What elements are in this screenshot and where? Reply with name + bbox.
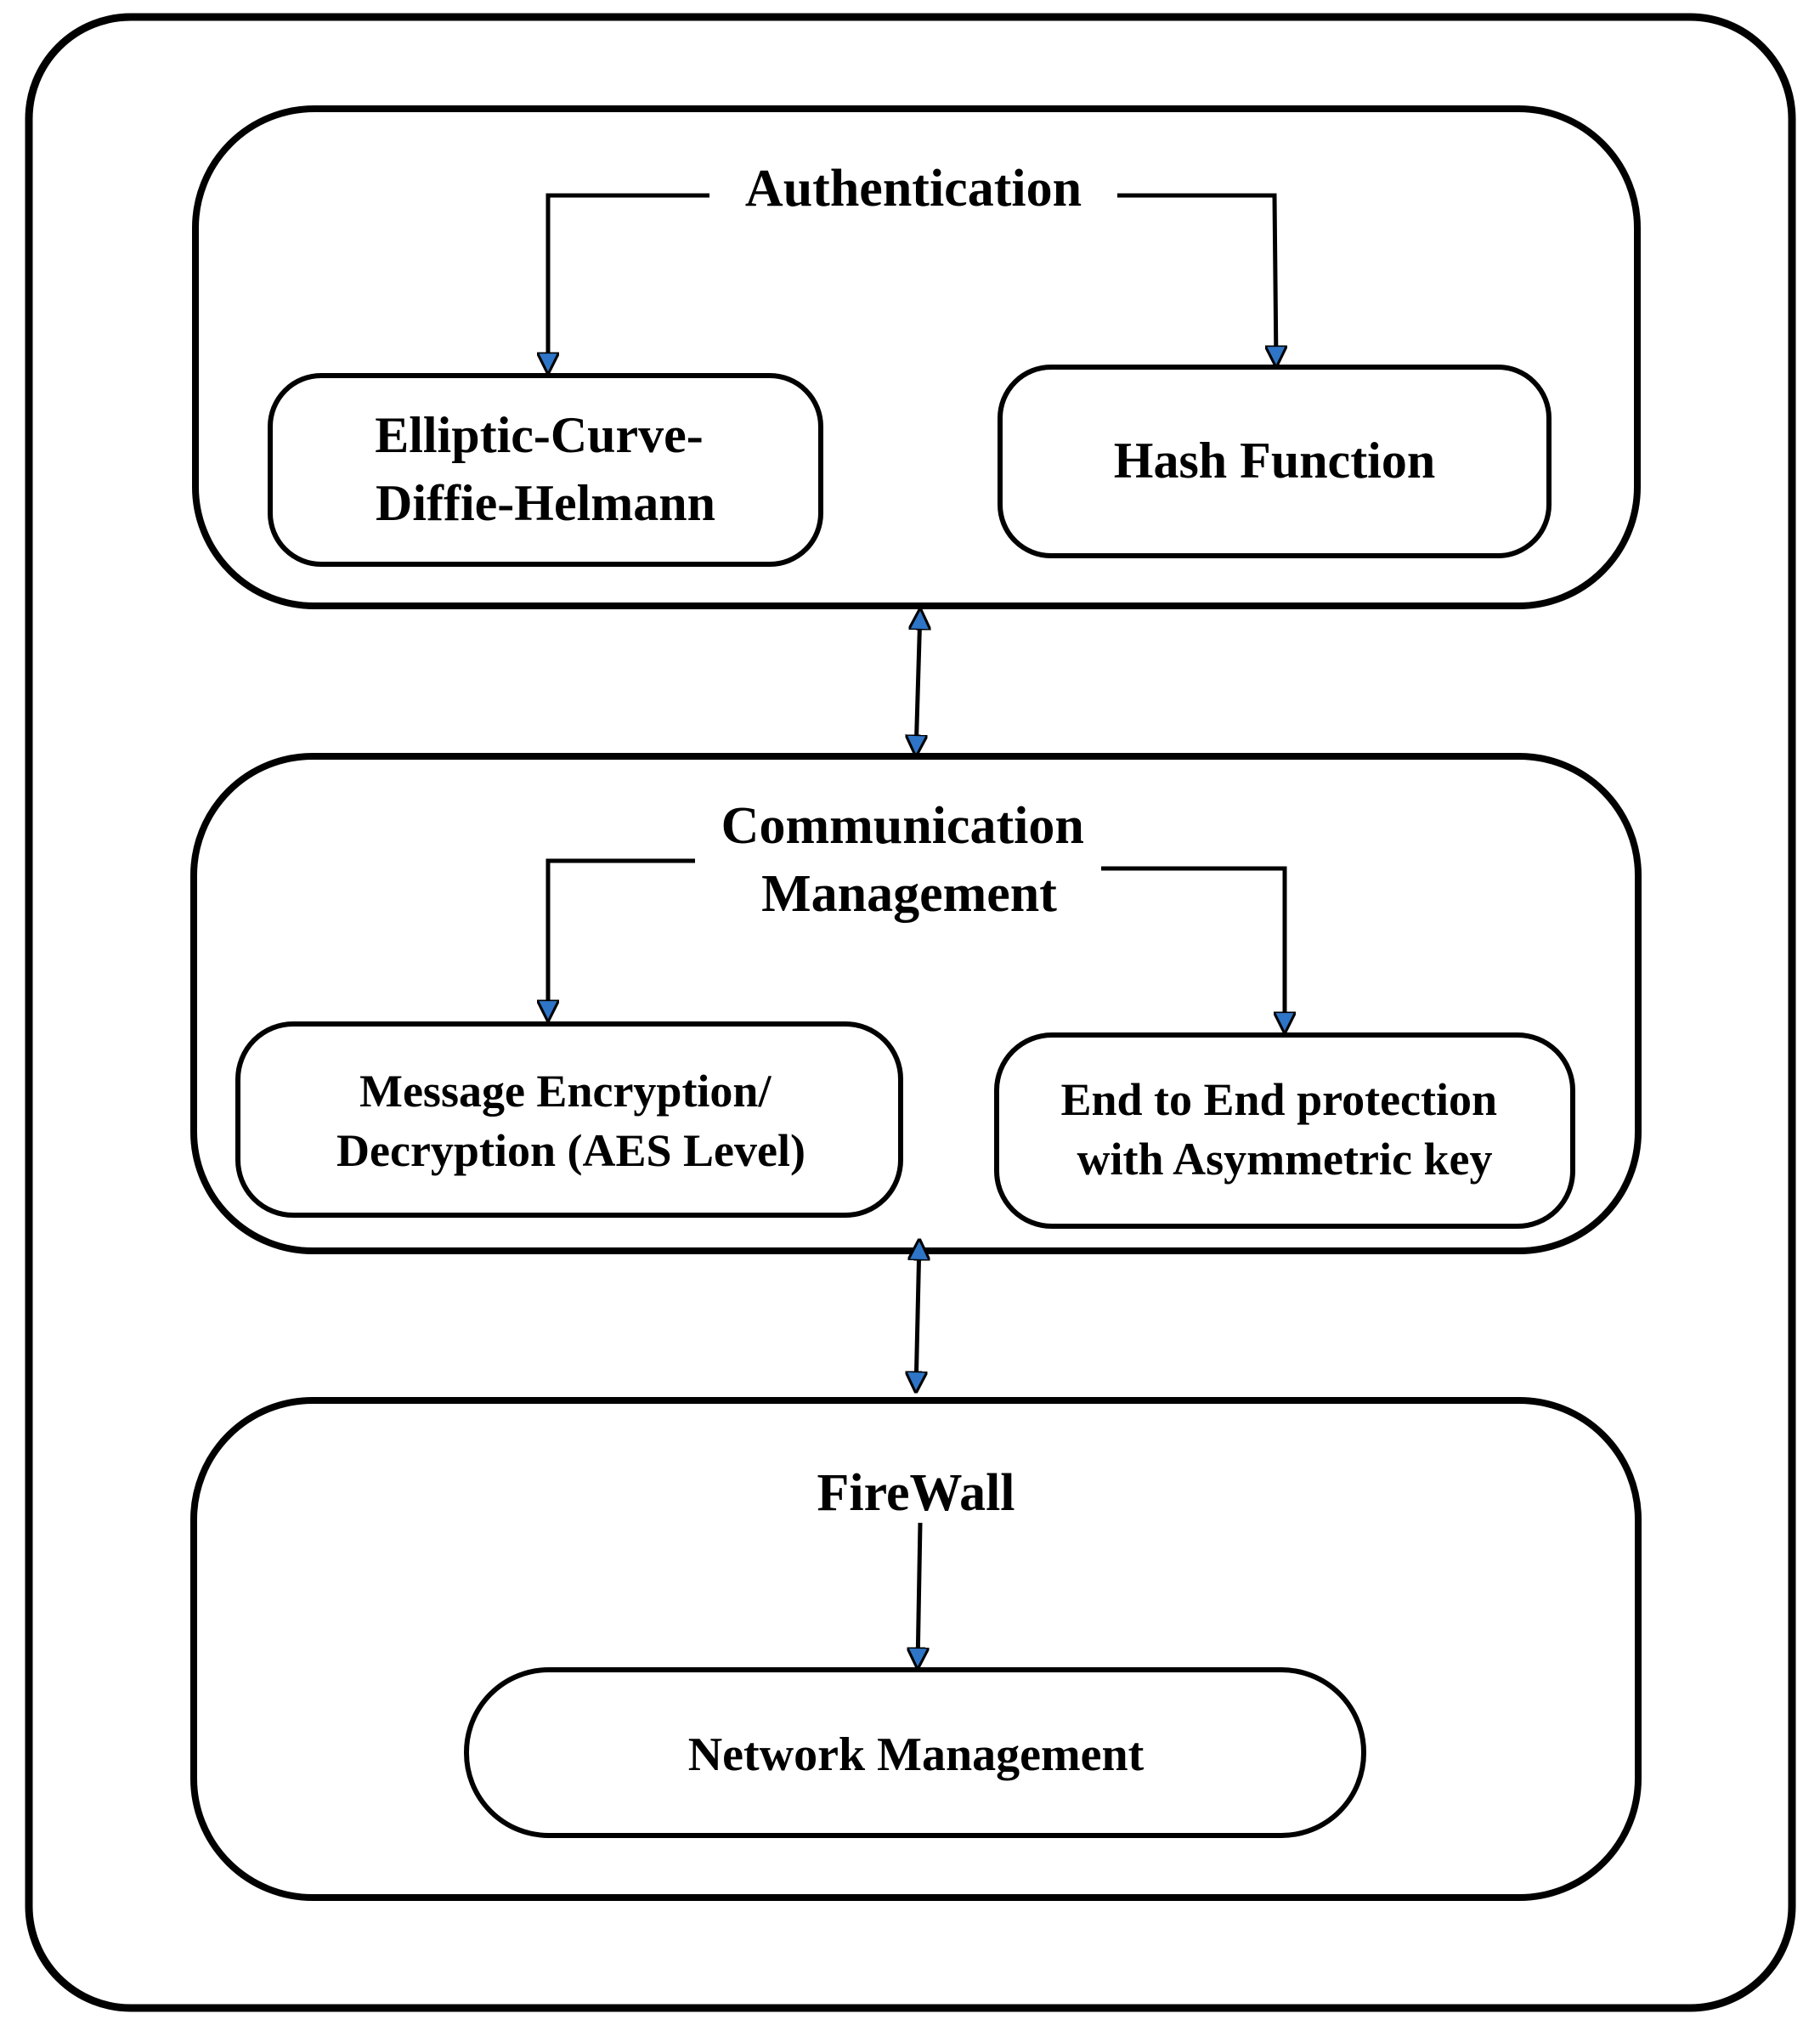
comm-firewall-bidirectional-arrow bbox=[916, 1241, 919, 1391]
ecdh-box bbox=[268, 373, 823, 567]
e2e-protection-label: End to End protection with Asymmetric ke… bbox=[1060, 1074, 1508, 1185]
network-management-box bbox=[464, 1667, 1366, 1838]
message-encryption-label: Message Encryption/ Decryption (AES Leve… bbox=[336, 1066, 805, 1176]
authentication-title: Authentication bbox=[745, 160, 1082, 218]
auth-comm-bidirectional-arrow bbox=[916, 610, 920, 755]
communication-to-e2e-arrow bbox=[1101, 866, 1285, 1032]
authentication-to-hash-arrow bbox=[1117, 193, 1276, 365]
authentication-layer-box bbox=[192, 105, 1641, 609]
firewall-to-network-arrow bbox=[918, 1522, 920, 1667]
message-encryption-label-line-1: Message Encryption/ bbox=[359, 1066, 772, 1117]
communication-layer: Communication Management Message Encrypt… bbox=[190, 753, 1642, 1254]
outer-frame bbox=[25, 13, 1796, 2012]
communication-title-line-1: Communication bbox=[721, 797, 1084, 855]
firewall-layer: FireWall Network Management bbox=[190, 1397, 1642, 1901]
authentication-layer: Authentication Elliptic-Curve- Diffie-He… bbox=[192, 105, 1641, 609]
e2e-protection-label-line-1: End to End protection bbox=[1060, 1074, 1497, 1125]
communication-title: Communication Management bbox=[721, 797, 1098, 923]
ecdh-label: Elliptic-Curve- Diffie-Helmann bbox=[375, 407, 716, 531]
network-management-label: Network Management bbox=[688, 1728, 1145, 1781]
firewall-layer-box bbox=[190, 1397, 1642, 1901]
firewall-title: FireWall bbox=[817, 1464, 1015, 1522]
communication-to-encryption-arrow bbox=[548, 858, 695, 1020]
e2e-protection-box bbox=[994, 1032, 1575, 1229]
message-encryption-box bbox=[235, 1021, 903, 1218]
hash-function-label: Hash Function bbox=[1114, 433, 1435, 489]
communication-title-line-2: Management bbox=[761, 865, 1057, 923]
hash-function-box bbox=[998, 365, 1552, 558]
authentication-to-ecdh-arrow bbox=[548, 193, 709, 372]
ecdh-label-line-2: Diffie-Helmann bbox=[376, 475, 715, 531]
message-encryption-label-line-2: Decryption (AES Level) bbox=[336, 1125, 805, 1176]
ecdh-label-line-1: Elliptic-Curve- bbox=[375, 407, 704, 463]
e2e-protection-label-line-2: with Asymmetric key bbox=[1077, 1134, 1493, 1185]
